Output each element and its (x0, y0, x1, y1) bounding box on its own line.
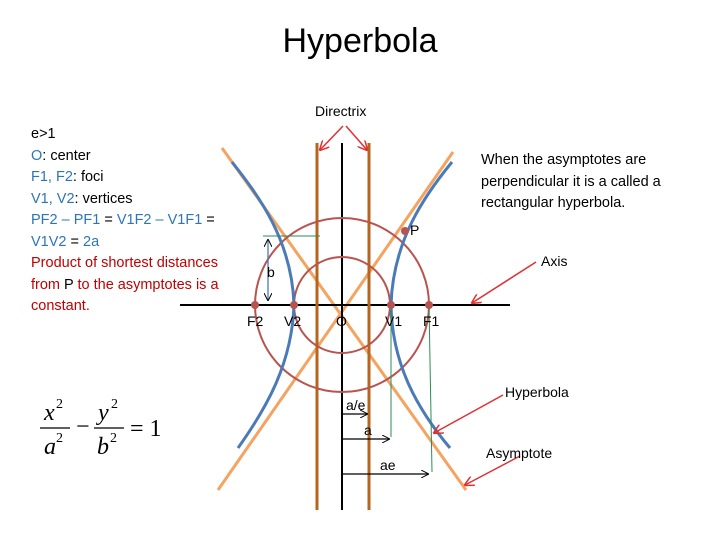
equation-y-exp: 2 (111, 397, 118, 412)
hyperbola-pointer (434, 394, 504, 433)
equation-x-exp: 2 (56, 397, 63, 412)
foci-line: F1, F2: foci (31, 169, 104, 185)
distance-equation-line: PF2 – PF1 = V1F2 – V1F1 = (31, 212, 215, 228)
page-title: Hyperbola (282, 22, 438, 60)
axis-pointer (472, 261, 537, 303)
vertices-symbol: V1, V2 (31, 190, 75, 207)
equation-a-exp: 2 (56, 431, 63, 446)
point-p (401, 227, 409, 235)
asymptote-line-2 (216, 151, 455, 491)
equation-y: y (96, 400, 109, 426)
point-p-label: P (410, 222, 420, 238)
equation-minus: − (76, 414, 90, 440)
eccentricity-line: e>1 (31, 126, 56, 142)
v1-label: V1 (385, 313, 403, 329)
asymptote-pointer (465, 455, 521, 485)
b-label: b (267, 264, 275, 280)
focus-point-f2 (251, 301, 259, 309)
equation-b-exp: 2 (110, 431, 117, 446)
a-label: a (364, 422, 372, 438)
a-over-e-label: a/e (346, 397, 366, 413)
center-label: O (336, 313, 347, 329)
f2-label: F2 (247, 313, 264, 329)
vertex-point-v2 (290, 301, 298, 309)
asymptote-label: Asymptote (486, 445, 553, 461)
f1-label: F1 (423, 313, 440, 329)
v2-label: V2 (284, 313, 302, 329)
equation-b: b (97, 434, 109, 460)
center-line: O: center (31, 147, 91, 164)
equation-x: x (43, 400, 55, 426)
guide-line-ae (428, 304, 433, 473)
equation-equals-one: = 1 (130, 416, 162, 442)
directrix-pointer-right (345, 125, 367, 150)
foci-symbol: F1, F2 (31, 169, 73, 185)
product-note-line-3: constant. (31, 298, 90, 314)
product-note-line-1: Product of shortest distances (31, 255, 218, 271)
vertex-point-v1 (387, 301, 395, 309)
directrix-pointer-left (320, 125, 344, 150)
focus-point-f1 (425, 301, 433, 309)
definitions-panel: e>1 O: center F1, F2: foci V1, V2: verti… (31, 124, 281, 318)
hyperbola-label: Hyperbola (505, 384, 569, 400)
directrix-label: Directrix (315, 103, 367, 119)
distance-equation-line-2: V1V2 = 2a (31, 233, 100, 250)
product-note-line-2: from P to the asymptotes is a (31, 276, 219, 293)
vertices-line: V1, V2: vertices (31, 190, 133, 207)
center-symbol: O (31, 147, 43, 164)
equation-a: a (44, 434, 56, 460)
hyperbola-equation: x 2 a 2 − y 2 b 2 = 1 (40, 397, 162, 460)
axis-label: Axis (541, 253, 568, 269)
rectangular-hyperbola-note: When the asymptotes are perpendicular it… (481, 152, 661, 211)
ae-label: ae (380, 457, 396, 473)
